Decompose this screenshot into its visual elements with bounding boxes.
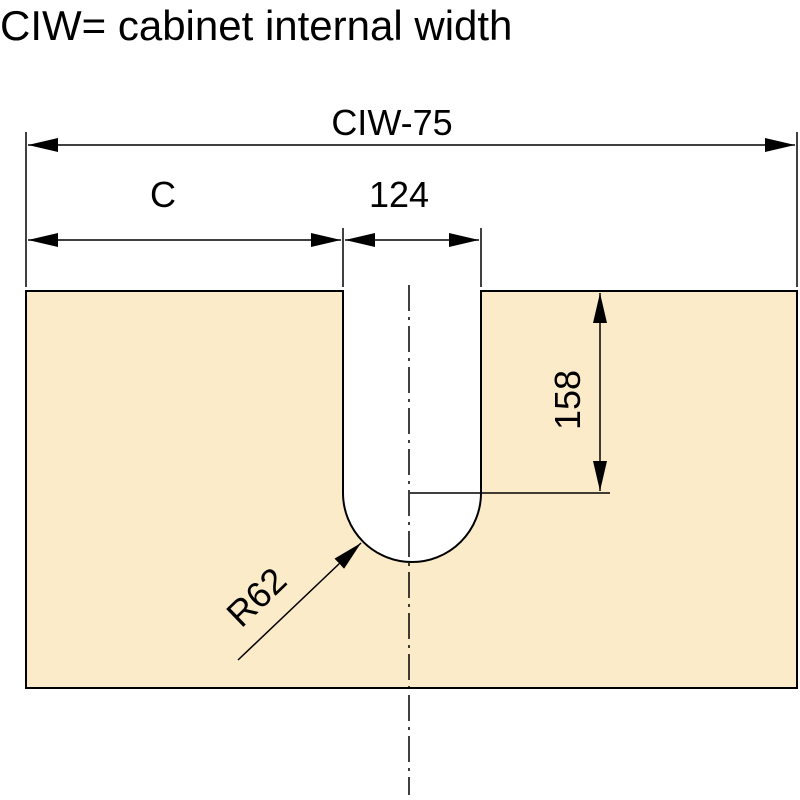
overall-width-label: CIW-75: [331, 102, 452, 143]
offset-label: C: [150, 174, 176, 215]
slot-depth-label: 158: [547, 370, 588, 430]
page-title: CIW= cabinet internal width: [0, 2, 513, 49]
radius-leader-line: [237, 542, 362, 661]
slot-width-label: 124: [369, 174, 429, 215]
panel-with-slot: [25, 290, 798, 689]
